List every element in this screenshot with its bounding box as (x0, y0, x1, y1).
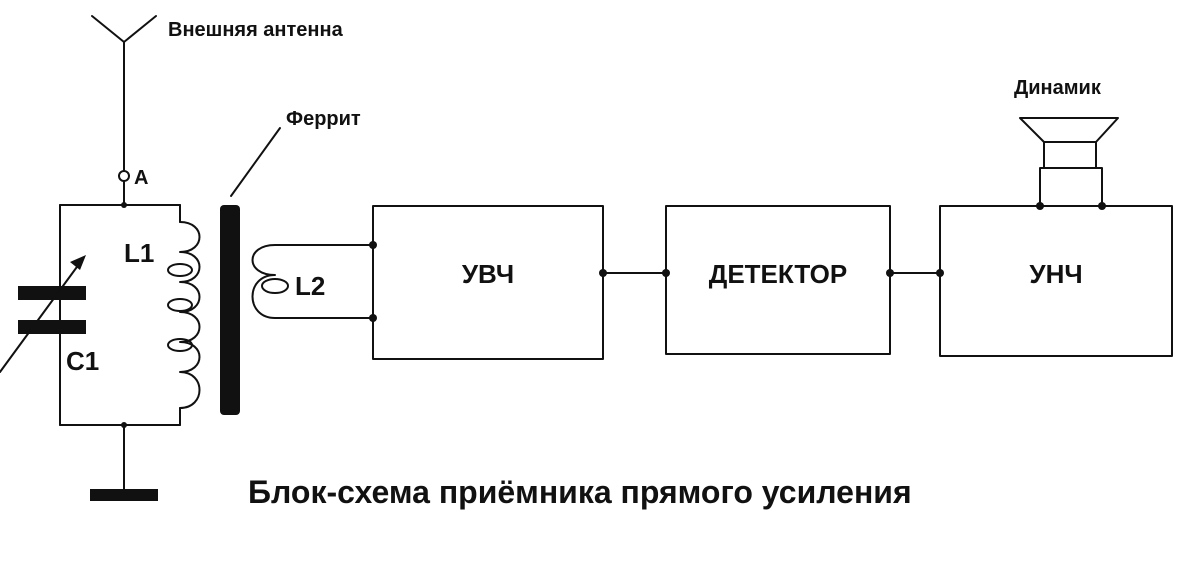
ferrite-pointer-line (230, 127, 281, 197)
terminal-a (118, 170, 130, 182)
block-detector (665, 205, 891, 355)
ground-symbol (90, 489, 158, 501)
capacitor-c1-label: C1 (66, 346, 99, 376)
lc-tank-wires (59, 180, 181, 493)
connection-dot (886, 269, 894, 277)
connection-dot (936, 269, 944, 277)
ferrite-label: Феррит (286, 108, 361, 130)
coil-l1-label: L1 (124, 238, 154, 268)
terminal-a-label: A (134, 167, 148, 189)
connection-dot (662, 269, 670, 277)
ferrite-rod (220, 205, 240, 415)
block-rf-amp-label: УВЧ (462, 259, 514, 289)
connection-dot (369, 241, 377, 249)
diagram-caption: Блок-схема приёмника прямого усиления (248, 474, 912, 510)
connection-dot (599, 269, 607, 277)
speaker-label: Динамик (1014, 77, 1102, 99)
antenna-symbol (91, 15, 157, 171)
junction-dot (121, 202, 127, 208)
antenna-label: Внешняя антенна (168, 19, 344, 41)
speaker-icon (1019, 117, 1119, 210)
block-detector-label: ДЕТЕКТОР (709, 259, 847, 289)
coil-l1 (167, 221, 201, 409)
block-af-amp (939, 205, 1173, 357)
junction-dot (121, 422, 127, 428)
coil-l2 (251, 244, 374, 319)
connection-dot (369, 314, 377, 322)
block-af-amp-label: УНЧ (1029, 259, 1082, 289)
block-rf-amp (372, 205, 604, 360)
coil-l2-label: L2 (295, 271, 325, 301)
capacitor-c1 (0, 204, 86, 426)
